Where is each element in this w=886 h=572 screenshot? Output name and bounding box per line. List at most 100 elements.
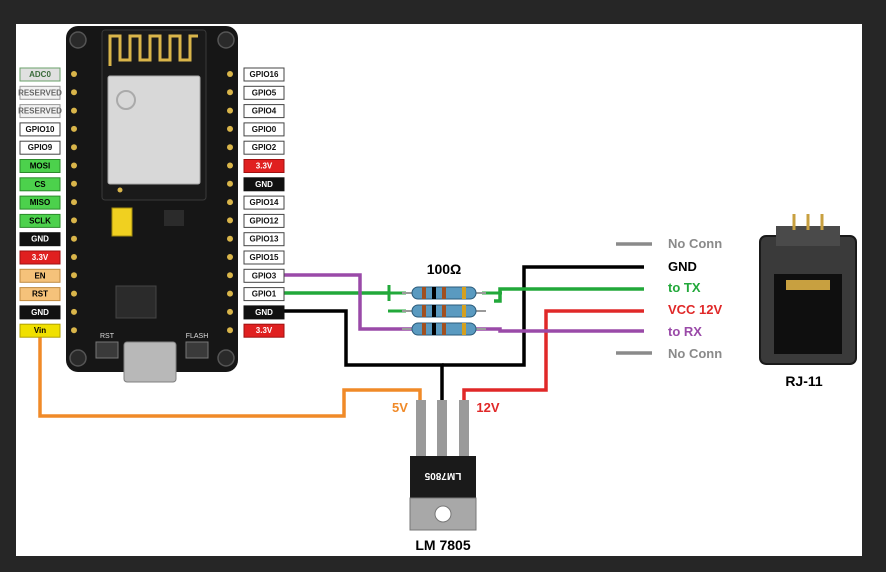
resistor-0-band-1 (432, 287, 436, 299)
left-pin-header: ADC0RESERVEDRESERVEDGPIO10GPIO9MOSICSMIS… (18, 67, 77, 338)
left-pin-1-pad (71, 89, 77, 96)
regulator-body-text: LM7805 (424, 470, 461, 481)
right-pin-1-badge (243, 85, 285, 100)
signal-label-0: No Conn (668, 236, 722, 251)
right-pin-10-label: GPIO15 (250, 253, 279, 262)
chip-pin-dots (117, 187, 123, 193)
right-pin-5-label: 3.3V (256, 162, 273, 171)
wire-gnd (284, 309, 444, 402)
signal-label-5: No Conn (668, 346, 722, 361)
wiring-diagram-svg: RST FLASH ADC0RESERVEDRESERVEDGPIO10GPIO… (18, 26, 857, 553)
left-pin-5-badge (19, 159, 61, 173)
left-pin-3-pad (71, 125, 77, 132)
left-pin-7-badge (19, 195, 61, 210)
right-pin-3-label: GPIO0 (252, 125, 277, 134)
right-pin-14-pad (227, 327, 233, 334)
right-pin-8-label: GPIO12 (250, 216, 279, 225)
micro-usb-port (123, 341, 177, 383)
resistor-0-band-0 (422, 287, 426, 299)
right-pin-5-pad (227, 162, 233, 169)
resistor-0-band-2 (442, 287, 446, 299)
right-pin-9-pad (227, 235, 233, 242)
right-pin-9-label: GPIO13 (250, 235, 279, 244)
left-pin-2-label: RESERVED (18, 107, 62, 116)
right-pin-13-pad (227, 308, 233, 315)
left-pin-9-pad (71, 235, 77, 242)
fcc-icon (116, 90, 136, 110)
lm7805-regulator: LM7805 5V 12V LM 7805 (392, 400, 500, 553)
right-pin-header: GPIO16GPIO5GPIO4GPIO0GPIO23.3VGNDGPIO14G… (227, 67, 285, 338)
rst-button[interactable] (95, 341, 119, 359)
resistor-2-band-0 (422, 323, 426, 335)
left-pin-14-pad (71, 327, 77, 334)
right-pin-4-label: GPIO2 (252, 143, 277, 152)
left-pin-2-badge (19, 104, 61, 119)
mount-hole-tr (217, 31, 235, 49)
regulator-body (410, 456, 476, 498)
flash-button[interactable] (185, 341, 209, 359)
right-pin-7-pad (227, 199, 233, 206)
left-pin-11-label: EN (34, 271, 45, 280)
right-pin-4-pad (227, 144, 233, 151)
right-pin-12-label: GPIO1 (252, 290, 277, 299)
left-pin-12-label: RST (32, 290, 48, 299)
signal-label-1: GND (668, 259, 697, 274)
signal-label-3: VCC 12V (668, 302, 723, 317)
left-pin-0-pad (71, 71, 77, 77)
left-pin-5-label: MOSI (30, 162, 50, 171)
right-pin-11-label: GPIO3 (252, 271, 277, 280)
right-pin-8-pad (227, 217, 233, 224)
right-pin-6-pad (227, 180, 233, 187)
wire-tx-out (494, 287, 644, 303)
left-pin-3-label: GPIO10 (26, 125, 55, 134)
resistor-1-band-0 (422, 305, 426, 317)
rst-button-label: RST (100, 333, 115, 340)
heatsink-hole (434, 505, 452, 523)
right-pin-11-badge (243, 268, 285, 283)
left-pin-1-badge (19, 85, 61, 100)
regulator-lead-in (459, 400, 469, 460)
left-pin-0-badge (19, 67, 61, 82)
right-pin-10-pad (227, 254, 233, 260)
right-pin-0-label: GPIO16 (250, 70, 279, 79)
right-pin-7-label: GPIO14 (250, 198, 279, 207)
usb-uart-chip (115, 285, 157, 319)
wire-rx (284, 273, 644, 333)
regulator-label: LM 7805 (415, 537, 470, 553)
left-pin-13-badge (19, 305, 61, 320)
right-pin-2-pad (227, 107, 233, 114)
antenna-trace (108, 34, 198, 66)
right-pin-3-pad (227, 125, 233, 132)
left-pin-10-pad (71, 254, 77, 260)
right-pin-1-label: GPIO5 (252, 88, 277, 97)
right-pin-5-badge (243, 159, 285, 173)
right-pin-3-badge (243, 122, 285, 137)
wire-12v (462, 309, 644, 402)
left-pin-12-badge (19, 287, 61, 302)
resistor-label: 100Ω (427, 261, 462, 277)
left-pin-9-label: GND (31, 235, 49, 244)
signal-label-2: to TX (668, 280, 701, 295)
right-pin-4-badge (243, 140, 285, 155)
left-pin-12-pad (71, 290, 77, 297)
left-pin-6-label: CS (34, 180, 46, 189)
wire-vin-5v (38, 333, 422, 418)
regulator-lead-out (416, 400, 426, 460)
left-pin-2-pad (71, 107, 77, 114)
right-pin-12-badge (243, 287, 285, 302)
left-pin-5-pad (71, 162, 77, 169)
rj11-label: RJ-11 (785, 373, 823, 389)
resistor-2-band-2 (442, 323, 446, 335)
resistor-0-band-3 (462, 287, 466, 299)
esp12-shield (107, 75, 201, 185)
right-pin-11-pad (227, 272, 233, 279)
resistor-bank: 100Ω (402, 261, 486, 336)
left-pin-0-label: ADC0 (29, 70, 51, 79)
left-pin-10-badge (19, 250, 61, 265)
right-pin-0-pad (227, 71, 233, 77)
left-pin-13-pad (71, 308, 77, 315)
right-pin-6-badge (243, 177, 285, 192)
left-pin-4-pad (71, 144, 77, 151)
